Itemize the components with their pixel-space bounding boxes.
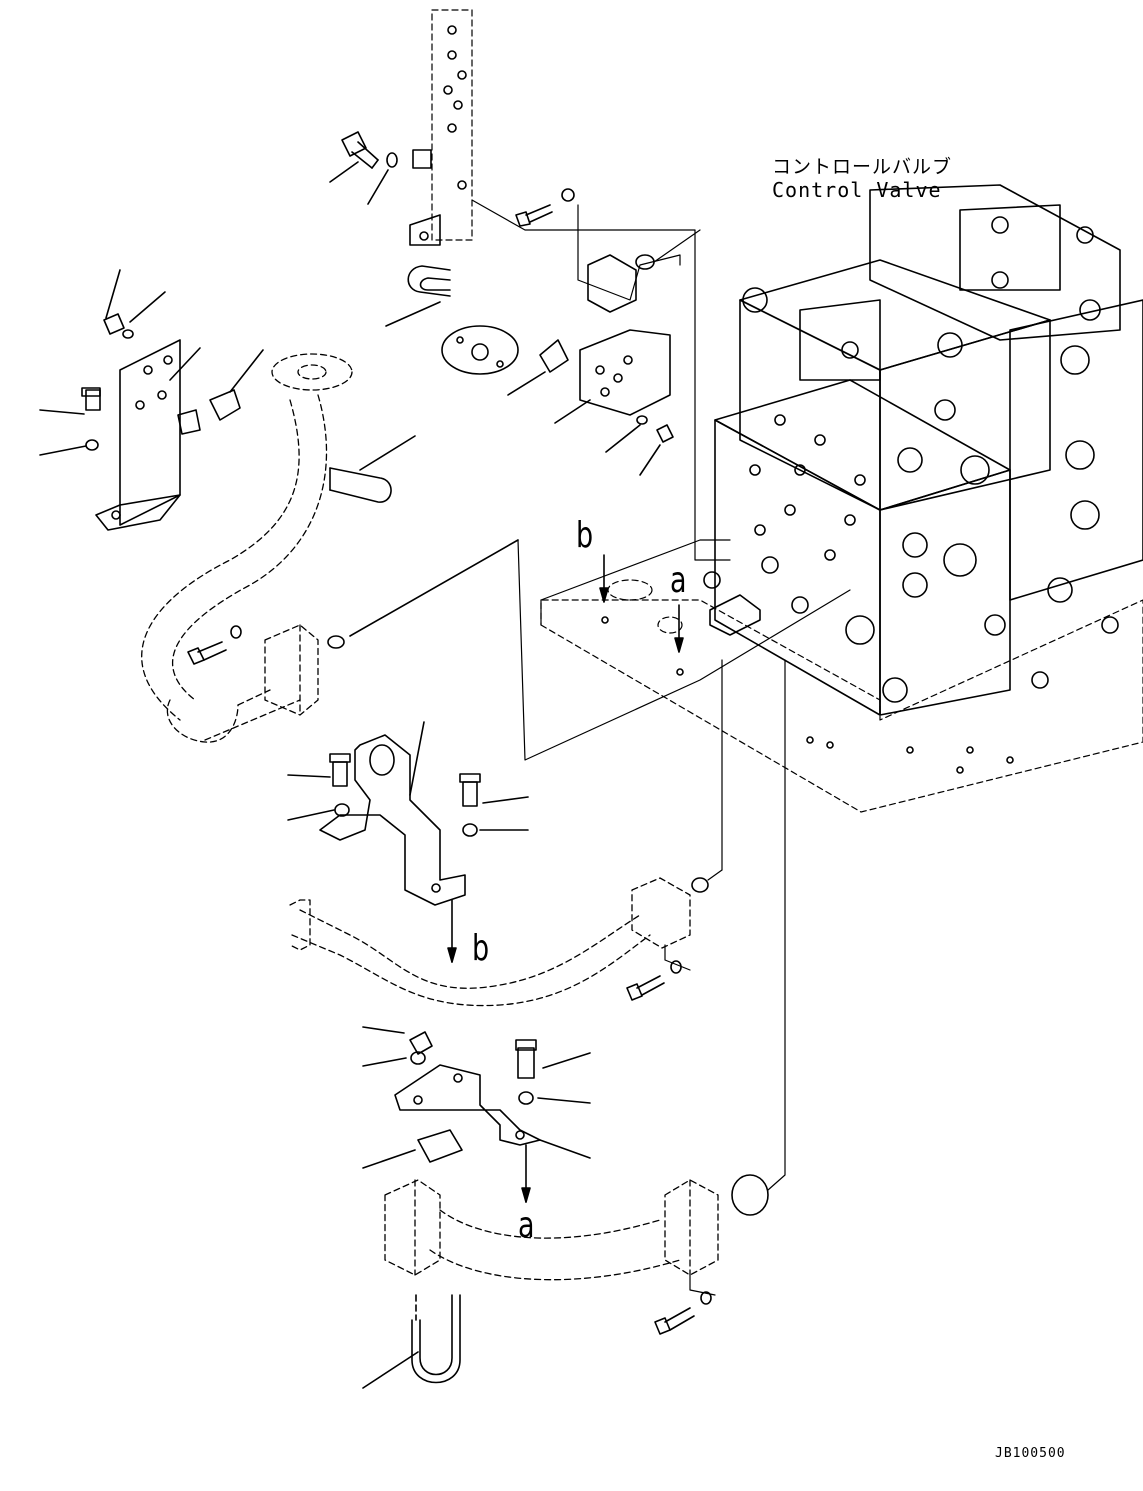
drawing-code: JB100500: [995, 1446, 1066, 1461]
upper-pipe: [141, 353, 353, 743]
reference-label-b-bracket: b: [472, 928, 490, 969]
left-bracket: [39, 269, 264, 531]
upper-mounting-plate: [409, 9, 731, 561]
flange-bolt-left: [187, 539, 851, 761]
control-valve: [540, 184, 1143, 813]
flange-bolt-lower: [654, 659, 786, 1335]
middle-pipe: [289, 877, 691, 1007]
u-bolt-upper: [385, 265, 451, 327]
middle-bracket: [287, 721, 529, 963]
component-title-en: Control Valve: [772, 178, 942, 202]
u-bolt-lower: [362, 1294, 461, 1389]
reference-label-a-top: a: [670, 560, 687, 601]
reference-label-b-top: b: [576, 515, 594, 556]
reference-arrows: [599, 554, 684, 653]
bolt-top: [329, 131, 398, 205]
clamp-plate: [554, 329, 674, 476]
lower-pipe: [384, 1179, 719, 1281]
u-bolt-left: [329, 435, 416, 503]
flange-bolt-upper: [515, 188, 701, 313]
flange-bolt-middle: [626, 659, 723, 1001]
lower-bracket: [362, 1026, 591, 1203]
flange-upper: [441, 325, 569, 396]
reference-label-a-bracket: a: [518, 1205, 535, 1246]
component-title-jp: コントロールバルブ: [772, 156, 953, 178]
